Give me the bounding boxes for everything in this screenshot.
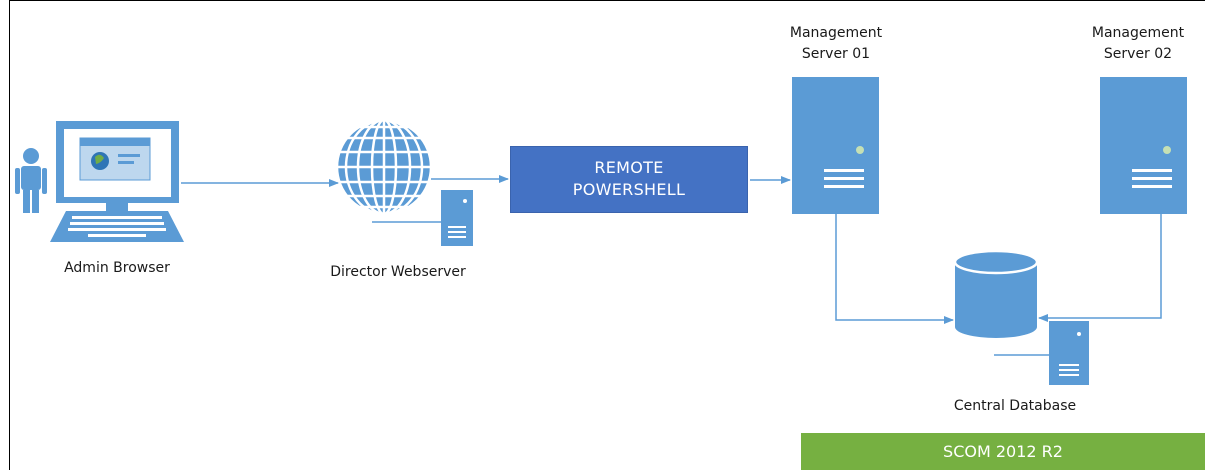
- director-webserver-label: Director Webserver: [330, 264, 466, 280]
- remote-powershell-line1: REMOTE: [594, 158, 664, 177]
- laptop-icon: [50, 121, 184, 242]
- arrow-server01-to-database: [835, 214, 954, 324]
- arrow-server02-to-database: [1038, 214, 1162, 322]
- globe-icon: [335, 118, 433, 216]
- management-server-02-line1: Management: [1091, 25, 1185, 41]
- management-server-01-line1: Management: [789, 25, 883, 41]
- database-server-icon: [994, 321, 1089, 385]
- management-server-02-label: Management Server 02: [1073, 23, 1203, 65]
- scom-version-banner: SCOM 2012 R2: [801, 433, 1205, 470]
- webserver-tower-icon: [372, 190, 473, 246]
- user-icon: [15, 148, 47, 213]
- remote-powershell-box: REMOTE POWERSHELL: [510, 146, 748, 213]
- management-server-02-icon: [1100, 77, 1187, 214]
- management-server-01-icon: [792, 77, 879, 214]
- management-server-02-line2: Server 02: [1103, 46, 1173, 62]
- management-server-01-line2: Server 01: [801, 46, 871, 62]
- connectors: [181, 175, 1162, 324]
- management-server-01-label: Management Server 01: [766, 23, 906, 65]
- admin-browser-label: Admin Browser: [64, 260, 170, 276]
- remote-powershell-line2: POWERSHELL: [572, 180, 686, 199]
- diagram-frame: [9, 0, 1205, 470]
- database-icon: [953, 249, 1039, 338]
- central-database-label: Central Database: [953, 398, 1077, 414]
